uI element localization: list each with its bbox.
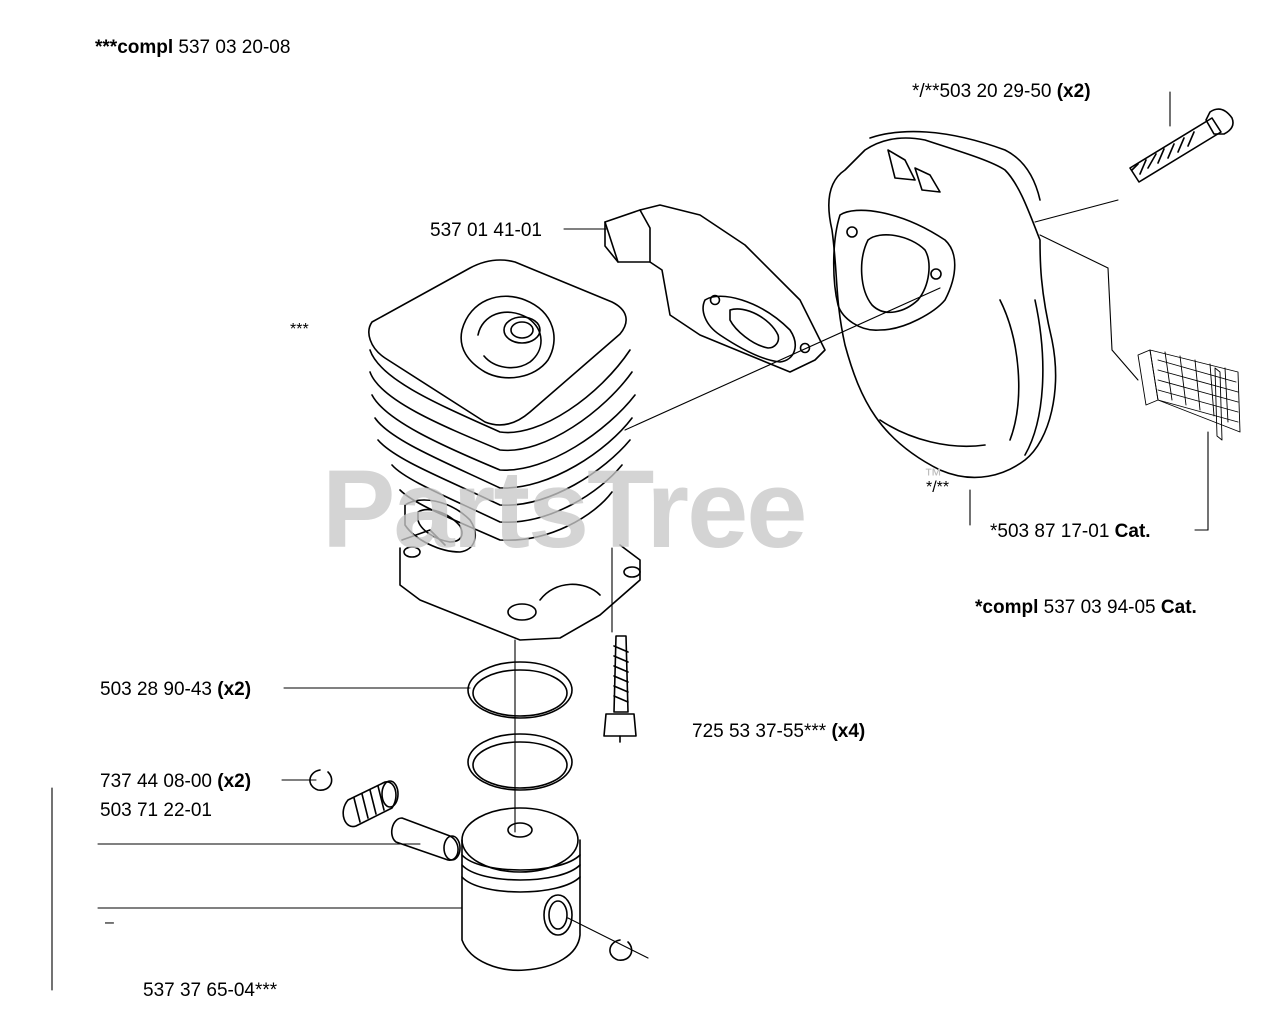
- watermark-trademark: ™: [924, 465, 942, 485]
- label-bracket: 537 01 41-01: [430, 220, 542, 241]
- label-assembly-top: ***compl 537 03 20-08: [95, 37, 291, 58]
- label-cylinder-screw: 725 53 37-55*** (x4): [692, 721, 866, 742]
- watermark: PartsTree: [322, 448, 807, 571]
- muffler: [828, 130, 1057, 479]
- label-muffler-mark: */**: [926, 479, 950, 496]
- needle-bearing: [342, 780, 399, 828]
- label-muffler-compl: *compl 537 03 94-05 Cat.: [975, 597, 1197, 618]
- piston-rings: [467, 661, 573, 791]
- spark-arrestor-screen: [1137, 349, 1241, 441]
- label-piston: 537 37 65-04***: [143, 980, 278, 1001]
- label-needle-bearing: 503 71 22-01: [100, 800, 212, 821]
- piston-pin: [390, 817, 461, 861]
- label-circlip: 737 44 08-00 (x2): [100, 771, 252, 792]
- cylinder-screw: [603, 635, 637, 743]
- label-bolt-top: */**503 20 29-50 (x2): [912, 81, 1091, 102]
- muffler-bolt: [1129, 108, 1234, 183]
- cylinder: [368, 259, 641, 641]
- circlips: [309, 769, 633, 961]
- label-cylinder-mark: ***: [290, 321, 309, 338]
- piston: [461, 807, 581, 972]
- heat-shield-plate: [604, 204, 826, 373]
- label-piston-rings: 503 28 90-43 (x2): [100, 679, 252, 700]
- label-spark-screen: *503 87 17-01 Cat.: [990, 521, 1151, 542]
- label-dash: –: [105, 914, 114, 931]
